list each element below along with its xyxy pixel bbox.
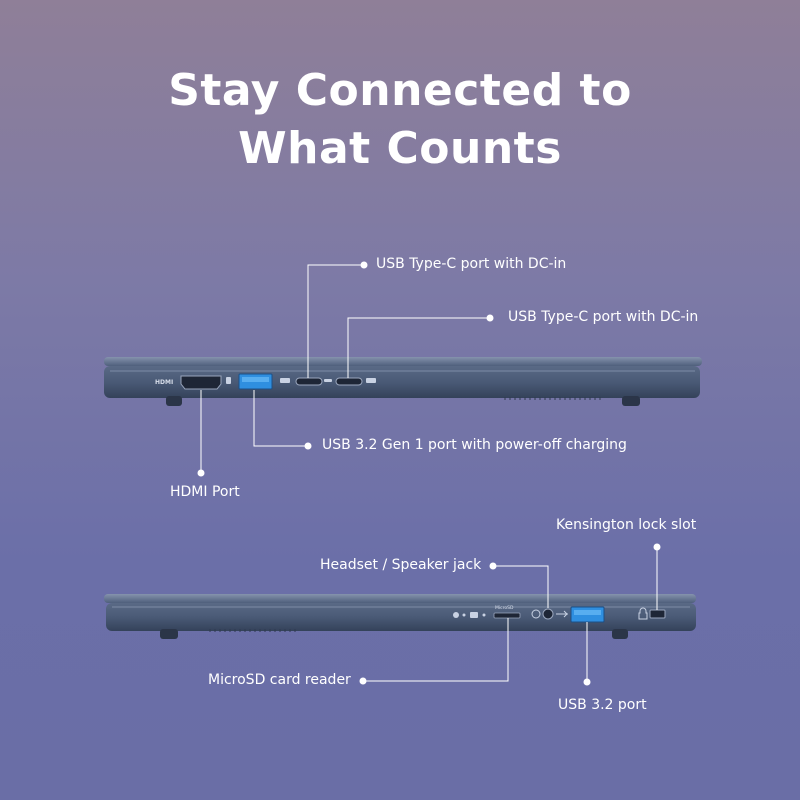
headline-line-2: What Counts [238, 123, 562, 174]
microsd-marking: MicroSD [495, 605, 514, 611]
callout-hdmi: HDMI Port [170, 484, 240, 500]
hdmi-port [180, 375, 222, 390]
callout-usb-c-1: USB Type-C port with DC-in [376, 256, 567, 272]
vent-grille [209, 629, 296, 632]
rubber-foot [622, 396, 640, 406]
headline: Stay Connected to What Counts [0, 62, 800, 178]
callout-usb-c-2: USB Type-C port with DC-in [508, 309, 699, 325]
vent-grille [504, 397, 601, 400]
bottom-callout-lines [364, 548, 658, 682]
microsd-slot [493, 612, 521, 619]
headline-line-1: Stay Connected to [168, 65, 632, 116]
laptop-left-side: HDMI [104, 357, 702, 406]
usb-icon [556, 610, 568, 618]
audio-jack [542, 608, 554, 620]
callout-kensington: Kensington lock slot [556, 517, 697, 533]
headset-icon [531, 609, 541, 619]
kensington-slot [649, 609, 666, 619]
top-callout-lines [200, 264, 488, 472]
hdmi-marking: HDMI [155, 379, 173, 386]
rubber-foot [612, 629, 628, 639]
callout-headset: Headset / Speaker jack [320, 557, 482, 573]
status-indicators [453, 612, 486, 618]
lock-icon [638, 607, 648, 620]
usb-c-port-1 [295, 377, 323, 386]
laptop-right-side: MicroSD [104, 594, 696, 639]
rubber-foot [160, 629, 178, 639]
usb-c-port-2 [335, 377, 363, 386]
callout-usb-gen1: USB 3.2 Gen 1 port with power-off chargi… [322, 437, 627, 453]
callout-microsd: MicroSD card reader [208, 672, 351, 688]
laptop-lid [104, 594, 696, 603]
callout-dots [197, 261, 494, 477]
callout-dots [359, 543, 661, 686]
laptop-lid [104, 357, 702, 366]
callout-usb32: USB 3.2 port [558, 697, 647, 713]
rubber-foot [166, 396, 182, 406]
